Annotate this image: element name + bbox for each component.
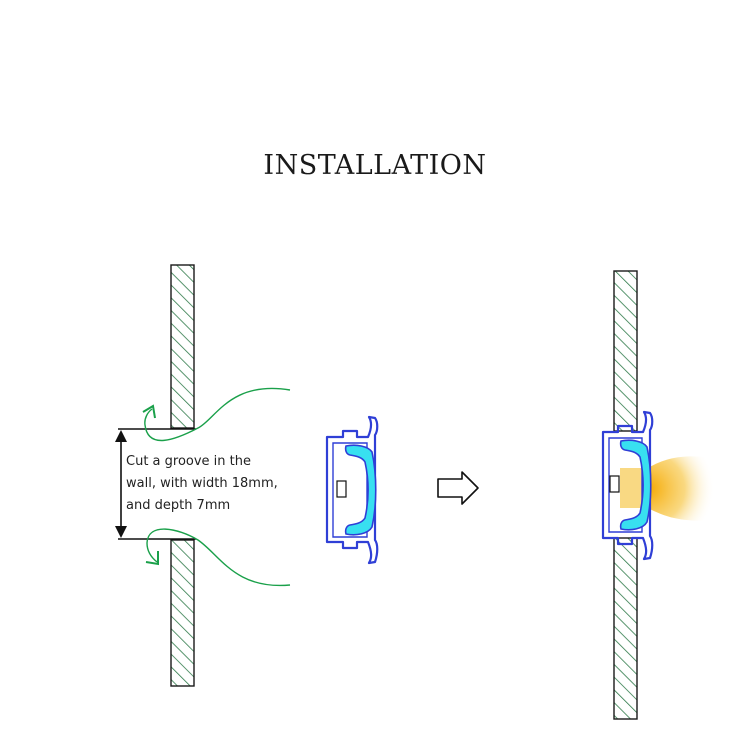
left-wall-lower (170, 539, 195, 687)
green-arrow-upper (142, 387, 291, 442)
led-profile-before (325, 415, 379, 565)
right-wall-upper (613, 270, 638, 432)
instruction-line-2: wall, with width 18mm, (126, 476, 278, 491)
green-arrow-lower (145, 528, 291, 587)
right-wall-lower (613, 537, 638, 720)
left-wall-upper (170, 264, 195, 429)
groove-dimension-arrow (115, 430, 127, 538)
instruction-line-1: Cut a groove in the (126, 454, 252, 469)
led-profile-installed (601, 410, 654, 561)
groove-instruction: Cut a groove in the wall, with width 18m… (126, 451, 326, 517)
light-glow (620, 456, 715, 521)
page-title: INSTALLATION (263, 150, 487, 181)
instruction-line-3: and depth 7mm (126, 498, 231, 513)
hollow-right-arrow-icon (437, 471, 479, 505)
